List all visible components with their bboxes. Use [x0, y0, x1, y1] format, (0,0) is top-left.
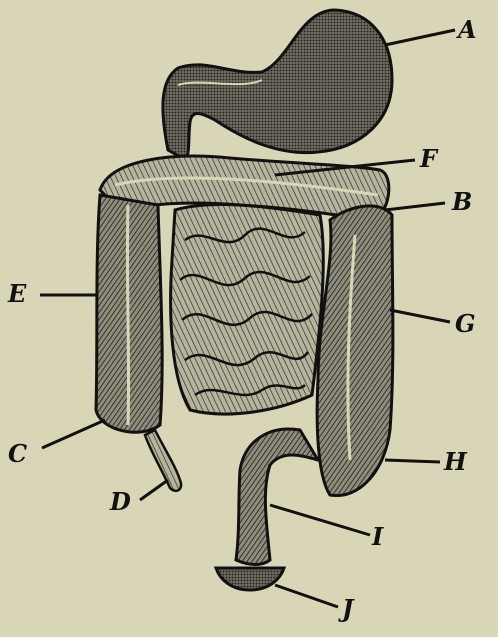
- anus: [216, 568, 284, 590]
- label-j: J: [338, 594, 355, 623]
- leader-j: [275, 585, 338, 607]
- label-f: F: [419, 144, 439, 173]
- appendix: [145, 430, 181, 491]
- label-b: B: [451, 187, 472, 216]
- ascending-colon: [96, 195, 162, 432]
- label-h: H: [443, 447, 468, 476]
- label-i: I: [371, 522, 384, 551]
- rectum: [236, 429, 318, 564]
- leader-d: [140, 480, 168, 500]
- leader-a: [385, 30, 455, 45]
- small-intestine: [171, 205, 324, 414]
- label-e: E: [7, 279, 27, 308]
- label-c: C: [8, 439, 27, 468]
- leader-b: [385, 203, 445, 210]
- label-a: A: [456, 15, 477, 44]
- leader-i: [270, 505, 370, 535]
- leader-h: [385, 460, 440, 462]
- stomach: [163, 10, 392, 160]
- leader-g: [390, 310, 450, 322]
- label-g: G: [455, 309, 476, 338]
- descending-colon: [317, 206, 393, 496]
- label-d: D: [109, 487, 131, 516]
- leader-c: [42, 420, 105, 448]
